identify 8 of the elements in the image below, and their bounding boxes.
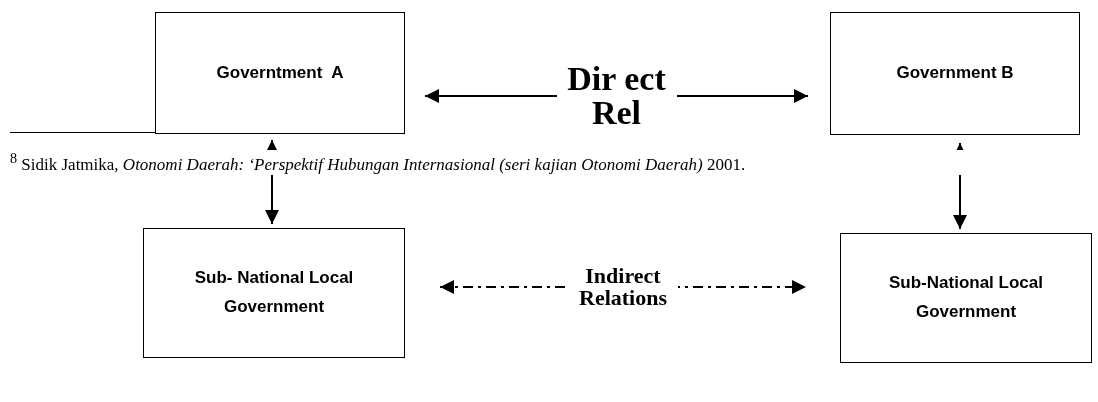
entity-box: [155, 12, 405, 134]
entity-box: [840, 233, 1092, 363]
entity-box: [143, 228, 405, 358]
entity-box: [830, 12, 1080, 135]
box-label: Sub-National Local Government: [888, 272, 1044, 323]
box-label: Governtment A: [216, 61, 344, 84]
box-label: Government B: [896, 62, 1014, 85]
box-label: Sub- National Local Government: [193, 267, 355, 318]
